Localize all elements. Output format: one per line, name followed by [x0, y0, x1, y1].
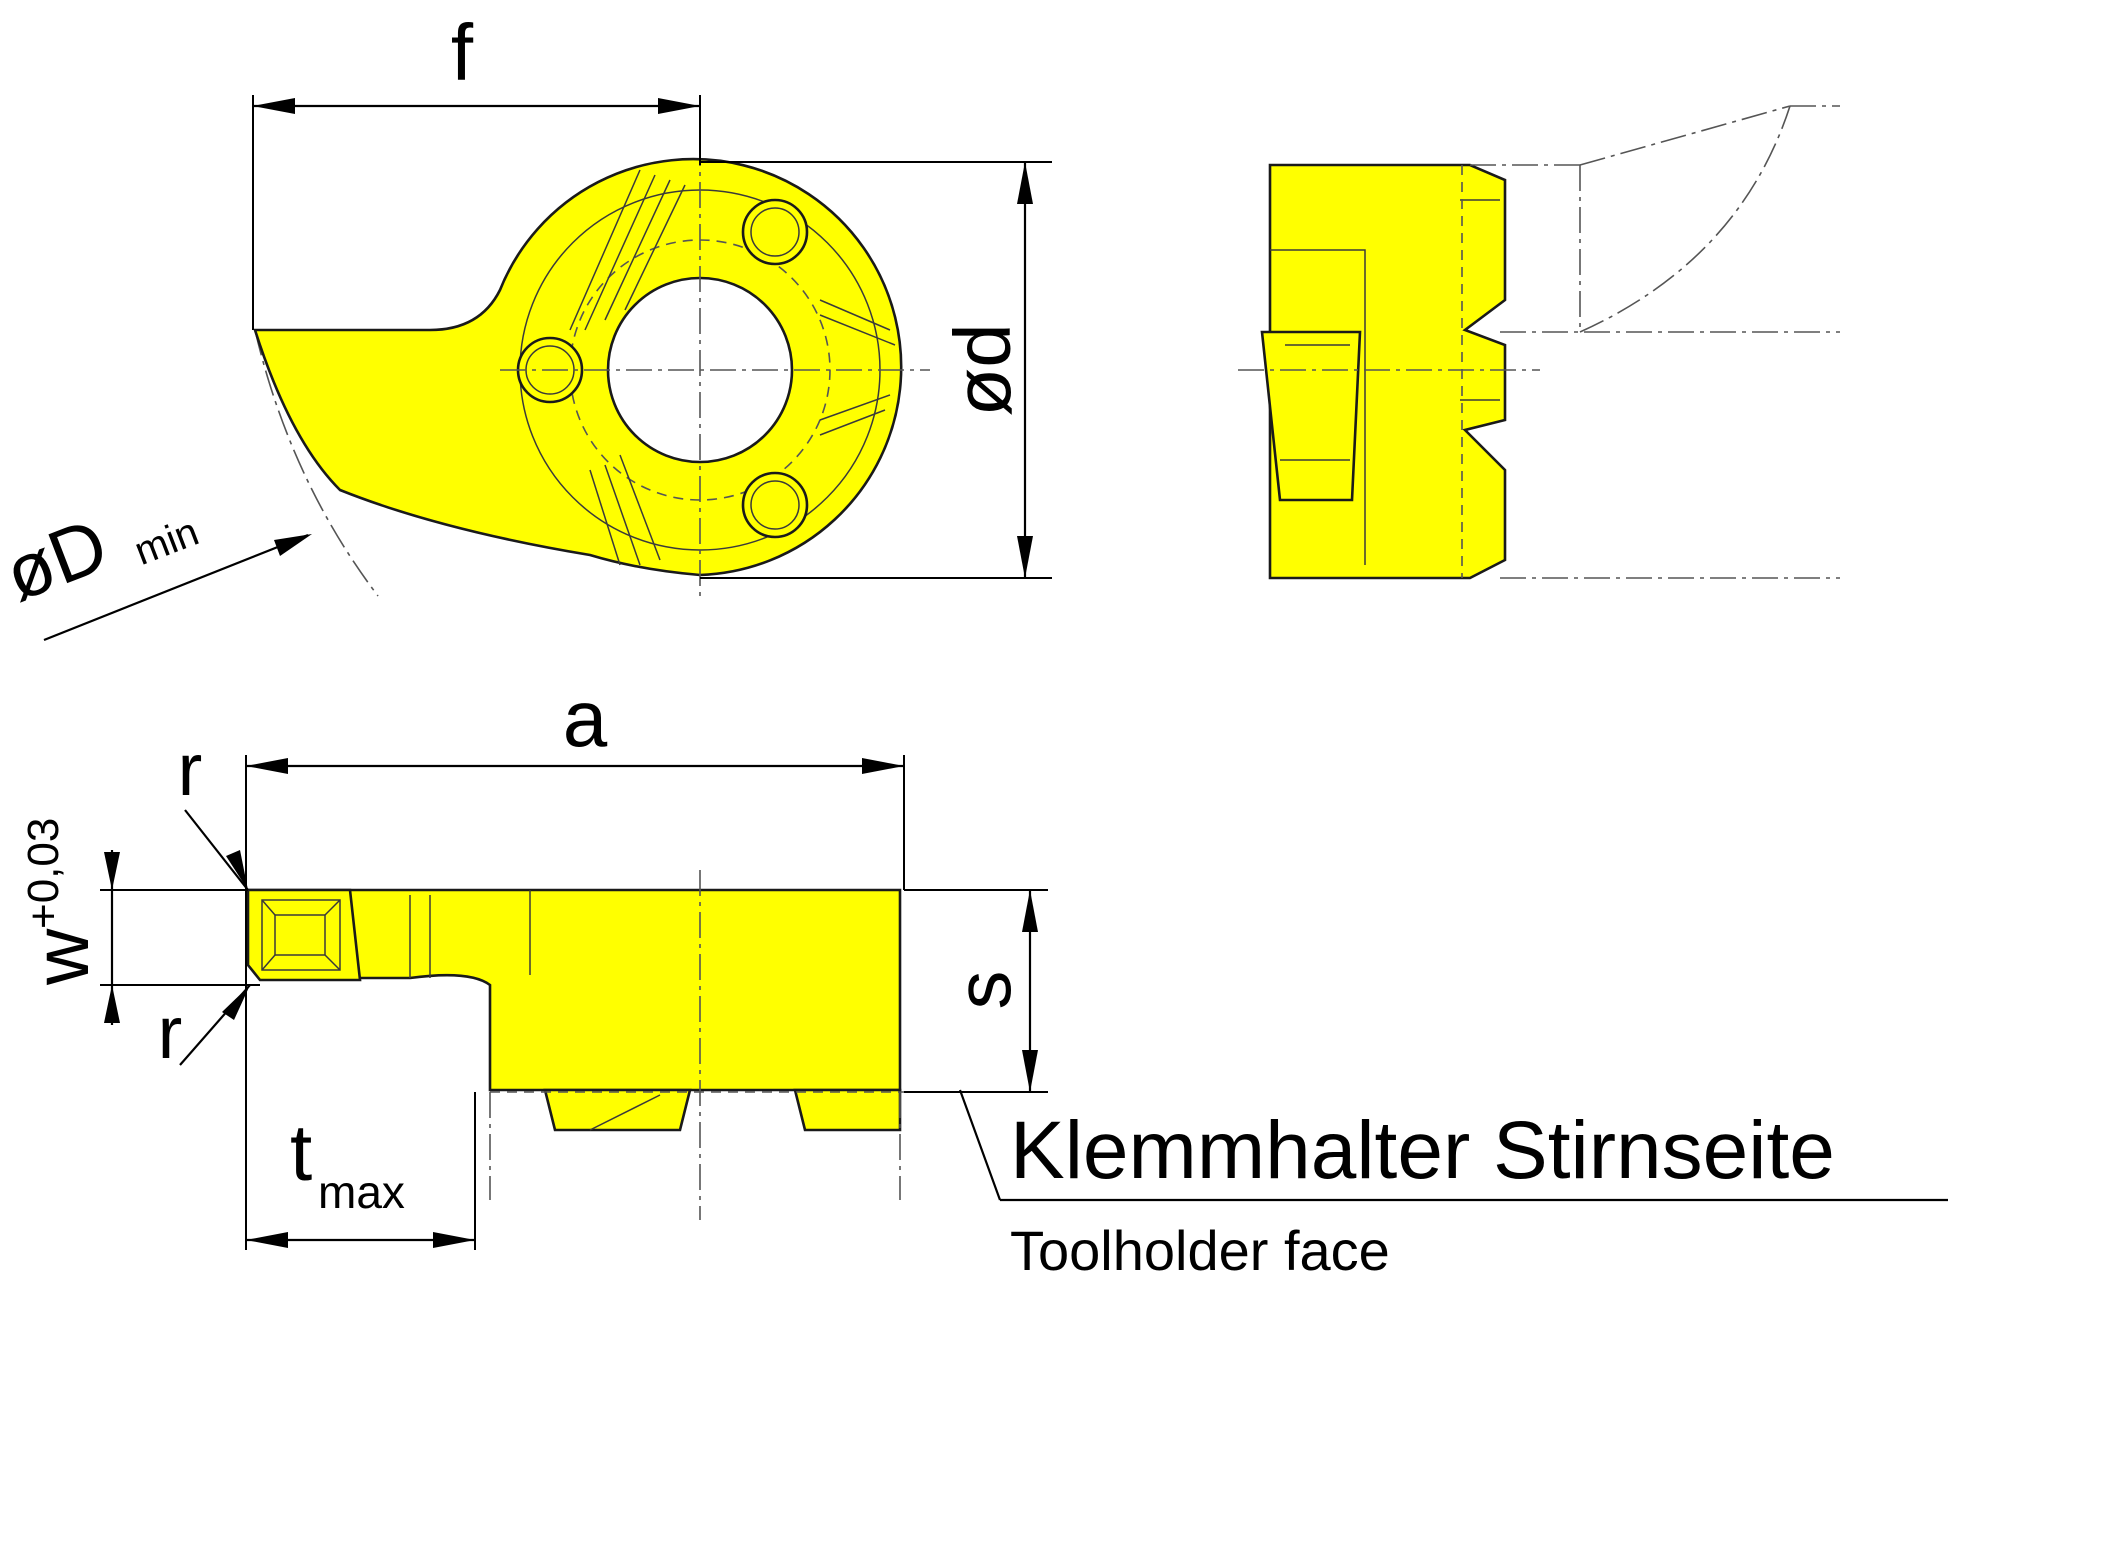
top-view: a s w +0,03 r r t max: [17, 674, 1948, 1282]
label-t-sub: max: [318, 1166, 405, 1218]
front-view: f ød øD min: [0, 8, 1052, 642]
side-blade: [1260, 330, 1362, 502]
holder-leader: [958, 1089, 1002, 1201]
label-r-top: r: [178, 728, 203, 811]
label-holder-de: Klemmhalter Stirnseite: [1010, 1105, 1835, 1196]
label-s: s: [939, 971, 1027, 1010]
dmin-leader-line: [43, 533, 309, 642]
label-t: t: [290, 1108, 312, 1197]
side-view: [1238, 105, 1840, 580]
label-dmin-sub: min: [129, 510, 205, 574]
label-w: w: [17, 928, 105, 986]
insert-grooves: [569, 169, 896, 566]
label-holder-en: Toolholder face: [1010, 1219, 1390, 1282]
label-d: ød: [938, 323, 1027, 416]
label-a: a: [563, 674, 608, 763]
label-tmax-group: t max: [290, 1108, 405, 1218]
radius-leader-top: [184, 809, 249, 891]
bottom-teeth: [543, 1088, 692, 1132]
label-dmin: øD: [0, 502, 119, 618]
cutting-tip: [246, 888, 362, 982]
label-w-tolerance: +0,03: [19, 818, 68, 929]
label-w-group: w +0,03: [17, 818, 105, 986]
label-dmin-group: øD min: [0, 502, 205, 618]
label-f: f: [451, 8, 474, 97]
label-r-bottom: r: [158, 991, 183, 1074]
dmin-reference-arc: [254, 329, 379, 597]
